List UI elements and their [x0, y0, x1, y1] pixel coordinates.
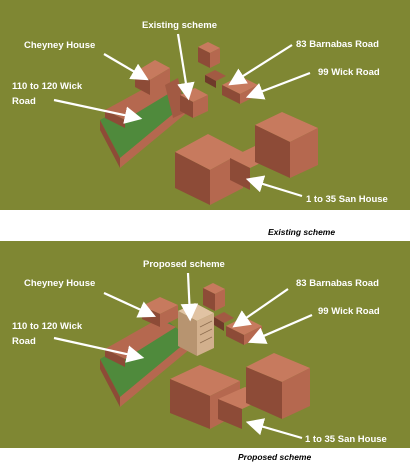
arrow-san: [245, 418, 303, 440]
arrow-barnabas: [232, 288, 289, 328]
label-wick99: 99 Wick Road: [318, 67, 380, 78]
wick-road-110-120-building: [100, 319, 190, 407]
arrow-wick110: [53, 98, 143, 124]
wick-road-99-building: [226, 317, 262, 345]
arrow-wick99: [247, 313, 313, 344]
label-wick110-line1: 110 to 120 Wick: [12, 81, 83, 92]
arrow-cheyney: [103, 292, 156, 318]
san-house-building: [170, 353, 310, 429]
arrow-cheyney: [103, 53, 149, 81]
label-barnabas: 83 Barnabas Road: [296, 39, 379, 50]
caption-proposed: Proposed scheme: [238, 452, 312, 462]
label-scheme: Existing scheme: [142, 20, 217, 31]
label-cheyney: Cheyney House: [24, 278, 96, 289]
proposed-scheme-panel: Proposed scheme Cheyney House 83 Barnaba…: [0, 241, 410, 448]
caption-existing: Existing scheme: [268, 227, 336, 237]
existing-scheme-panel: Existing scheme Cheyney House 83 Barnaba…: [0, 0, 410, 210]
arrow-scheme: [176, 33, 195, 101]
label-scheme: Proposed scheme: [143, 259, 225, 270]
arrow-barnabas: [228, 44, 293, 86]
existing-3d-model: [53, 33, 318, 205]
label-wick99: 99 Wick Road: [318, 306, 380, 317]
barnabas-road-building: [203, 283, 234, 331]
label-wick110-line2: Road: [12, 336, 36, 347]
proposed-scheme-building: [178, 303, 214, 356]
arrow-wick99: [245, 71, 311, 100]
label-barnabas: 83 Barnabas Road: [296, 278, 379, 289]
arrow-scheme: [180, 272, 199, 322]
label-san-house: 1 to 35 San House: [306, 194, 388, 205]
label-cheyney: Cheyney House: [24, 40, 96, 51]
label-wick110-line1: 110 to 120 Wick: [12, 321, 83, 332]
label-san-house: 1 to 35 San House: [305, 434, 387, 445]
barnabas-road-building: [198, 42, 226, 88]
wick-road-99-building: [222, 76, 258, 104]
label-wick110-line2: Road: [12, 96, 36, 107]
san-house-building: [175, 112, 318, 205]
arrow-san: [245, 175, 303, 198]
proposed-3d-model: [53, 272, 313, 440]
arrow-wick110: [53, 336, 145, 363]
